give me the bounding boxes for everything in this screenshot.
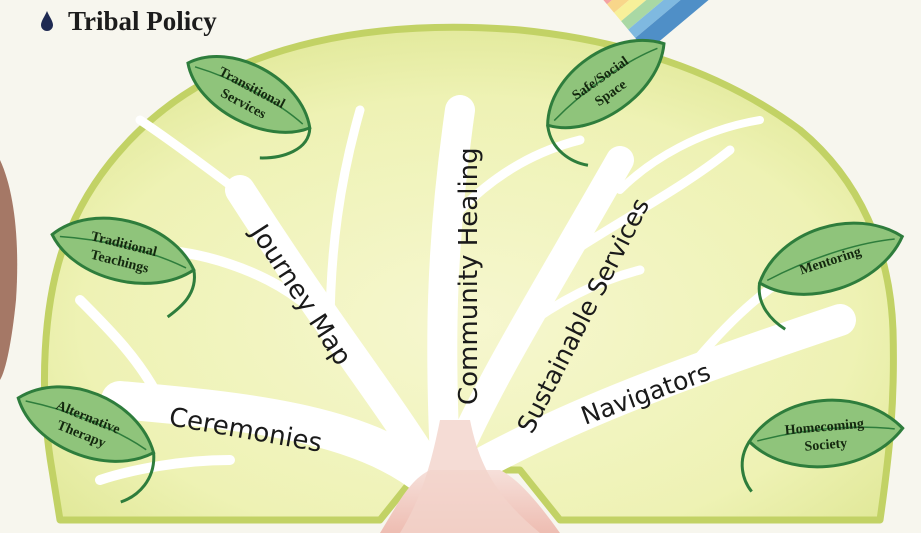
branch-label-community-healing: Community Healing bbox=[454, 147, 484, 405]
photo-edge bbox=[0, 160, 17, 380]
